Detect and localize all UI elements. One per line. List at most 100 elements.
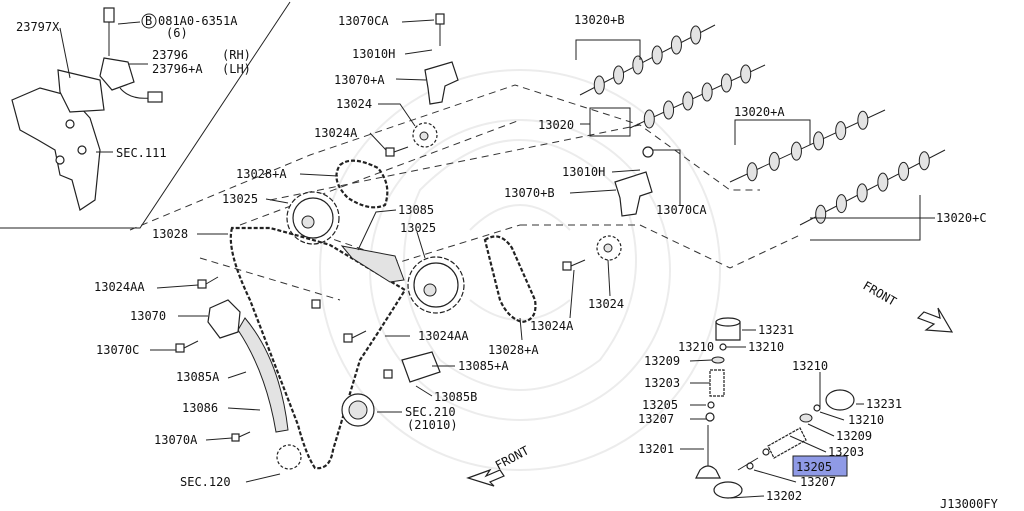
cam-lobe [690,25,702,45]
tensioner-13085-a [237,317,289,433]
cam-lobe [815,204,827,224]
cam-lobe [835,194,847,214]
crank-sprocket [276,444,302,470]
label-rh: (RH) [222,48,251,62]
bracket-13085-b [401,351,441,383]
cam-lobe [643,109,655,129]
label-v13203: 13203 [644,376,680,390]
cam-lobe [613,65,625,85]
inset-bracket [11,7,163,211]
cam-lobe [813,131,825,151]
label-13085: 13085 [398,203,434,217]
label-bolt-circle: B [145,14,152,28]
cam-lobe [790,141,802,161]
label-13024aa-left: 13024AA [94,280,145,294]
cam-lobe [898,161,910,181]
label-13024-mid: 13024 [588,297,624,311]
cam-lobe [918,151,930,171]
label-23796a: 23796+A [152,62,203,76]
label-r13202: 13202 [766,489,802,503]
valve-parts-right [713,389,855,499]
pump-sec210 [341,393,375,427]
label-13020b: 13020+B [574,13,625,27]
label-23796: 23796 [152,48,188,62]
label-13024a-mid: 13024A [530,319,574,333]
label-13020a: 13020+A [734,105,785,119]
label-13085a: 13085A [176,370,220,384]
label-v13210a: 13210 [678,340,714,354]
label-13028a-left: 13028+A [236,167,287,181]
label-13070a-low: 13070A [154,433,198,447]
label-bolt-code: 081A0-6351A [158,14,238,28]
label-v13207: 13207 [638,412,674,426]
label-13010h-top: 13010H [352,47,395,61]
cam-lobe [632,55,644,75]
label-r13210a: 13210 [792,359,828,373]
label-front-right: FRONT [861,278,899,308]
label-13070b: 13070+B [504,186,555,200]
label-13025-left: 13025 [222,192,258,206]
front-arrow-right [916,307,954,333]
diagram-id: J13000FY [940,497,999,511]
label-13028a-mid: 13028+A [488,343,539,357]
cam-lobe [720,73,732,93]
cam-lobe [877,172,889,192]
label-13010h-mid: 13010H [562,165,605,179]
sprocket-13024-mid [596,235,622,261]
cam-lobe [746,162,758,182]
sprocket-13025-mid [407,256,465,314]
label-sec111: SEC.111 [116,146,167,160]
tensioner-13070 [207,299,241,339]
label-13024a-top: 13024A [314,126,358,140]
label-13070: 13070 [130,309,166,323]
leader-lines [59,19,935,499]
label-lh: (LH) [222,62,251,76]
label-sec120: SEC.120 [180,475,231,489]
bolts [175,146,586,442]
sprocket-13024-top [412,122,438,148]
label-r13203: 13203 [828,445,864,459]
label-13070a: 13070+A [334,73,385,87]
label-v13210b: 13210 [748,340,784,354]
bolt-circle-icon [141,13,157,29]
label-23797x: 23797X [16,20,60,34]
label-front-left: FRONT [493,443,531,472]
cam-lobe [856,183,868,203]
timing-chain-13028 [229,226,407,470]
cam-lobe [663,100,675,120]
tensioner-13070-a-top [424,13,459,105]
label-13085-plus-a: 13085+A [458,359,509,373]
label-r13205[interactable]: 13205 [796,460,832,474]
label-bolt-qty: (6) [166,26,188,40]
front-arrow-left [466,468,505,487]
label-13028: 13028 [152,227,188,241]
label-13024-top: 13024 [336,97,372,111]
highlight-13205[interactable] [792,455,848,477]
cam-lobe [857,110,869,130]
tensioner-13070-b [614,146,654,217]
inset-frame [0,1,291,229]
cam-lobe [682,91,694,111]
sprocket-13025-left [286,191,340,245]
timing-chain-13028-a-left [335,159,389,209]
cam-lobe [651,45,663,65]
label-13024aa-mid: 13024AA [418,329,469,343]
cam-lobe [740,64,752,84]
label-r13207: 13207 [800,475,836,489]
label-13070ca-top: 13070CA [338,14,389,28]
label-13025-mid: 13025 [400,221,436,235]
cam-lobe [701,82,713,102]
label-v13205: 13205 [642,398,678,412]
camshaft-lobes [593,25,930,224]
label-v13201: 13201 [638,442,674,456]
label-13020c: 13020+C [936,211,987,225]
label-13020: 13020 [538,118,574,132]
label-r13231: 13231 [866,397,902,411]
label-r13210b: 13210 [848,413,884,427]
cam-lobe [768,151,780,171]
label-13070c: 13070C [96,343,139,357]
label-sec210: SEC.210 [405,405,456,419]
valve-parts-left [695,317,741,479]
label-13070ca-mid: 13070CA [656,203,707,217]
